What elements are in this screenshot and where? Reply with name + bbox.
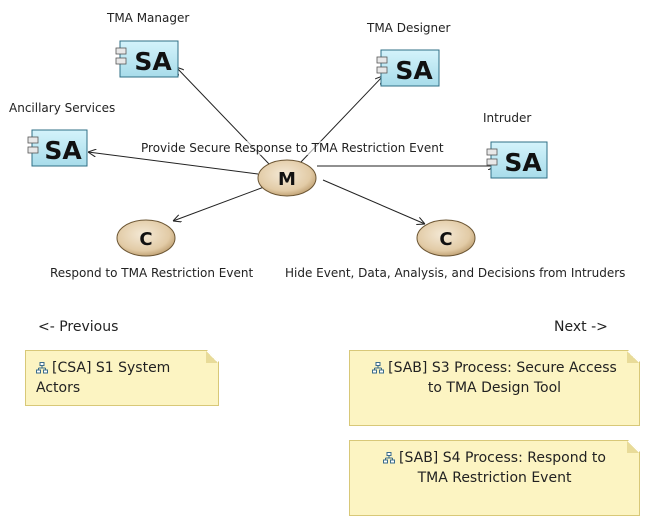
note-text: [SAB] S3 Process: Secure Access to TMA D…: [388, 360, 617, 396]
link-to-capability-2[interactable]: [322, 179, 425, 224]
note-text: [CSA] S1 System Actors: [36, 360, 171, 396]
hierarchy-icon: [383, 452, 395, 464]
actor-icon-tma-designer[interactable]: SA: [376, 49, 440, 87]
mission-node[interactable]: M: [257, 159, 317, 197]
capability-glyph: C: [139, 229, 152, 250]
previous-link[interactable]: <- Previous: [38, 319, 119, 335]
link-to-capability-1[interactable]: [173, 186, 265, 221]
actor-stereotype: SA: [395, 56, 433, 85]
actor-label-intruder: Intruder: [483, 111, 532, 125]
actor-stereotype: SA: [134, 47, 172, 76]
capability-node-2[interactable]: C: [416, 219, 476, 257]
actor-label-tma-manager: TMA Manager: [107, 11, 190, 25]
actor-label-tma-designer: TMA Designer: [367, 21, 451, 35]
note-system-actors[interactable]: [CSA] S1 System Actors: [25, 350, 219, 406]
actor-icon-tma-manager[interactable]: SA: [115, 40, 179, 78]
actor-label-ancillary-services: Ancillary Services: [9, 101, 116, 115]
note-respond-process[interactable]: [SAB] S4 Process: Respond to TMA Restric…: [349, 440, 640, 516]
next-link[interactable]: Next ->: [554, 319, 608, 335]
actor-stereotype: SA: [504, 148, 542, 177]
actor-stereotype: SA: [44, 136, 82, 165]
hierarchy-icon: [372, 362, 384, 374]
actor-icon-intruder[interactable]: SA: [486, 141, 548, 179]
hierarchy-icon: [36, 362, 48, 374]
mission-glyph: M: [278, 169, 296, 190]
note-text: [SAB] S4 Process: Respond to TMA Restric…: [399, 450, 606, 486]
actor-icon-ancillary-services[interactable]: SA: [27, 129, 88, 167]
link-to-ancillary-services[interactable]: [88, 152, 259, 175]
capability-node-1[interactable]: C: [116, 219, 176, 257]
capability-label-1: Respond to TMA Restriction Event: [50, 266, 254, 280]
note-secure-access-process[interactable]: [SAB] S3 Process: Secure Access to TMA D…: [349, 350, 640, 426]
capability-glyph: C: [439, 229, 452, 250]
mission-label: Provide Secure Response to TMA Restricti…: [141, 141, 444, 155]
capability-label-2: Hide Event, Data, Analysis, and Decision…: [285, 266, 626, 280]
